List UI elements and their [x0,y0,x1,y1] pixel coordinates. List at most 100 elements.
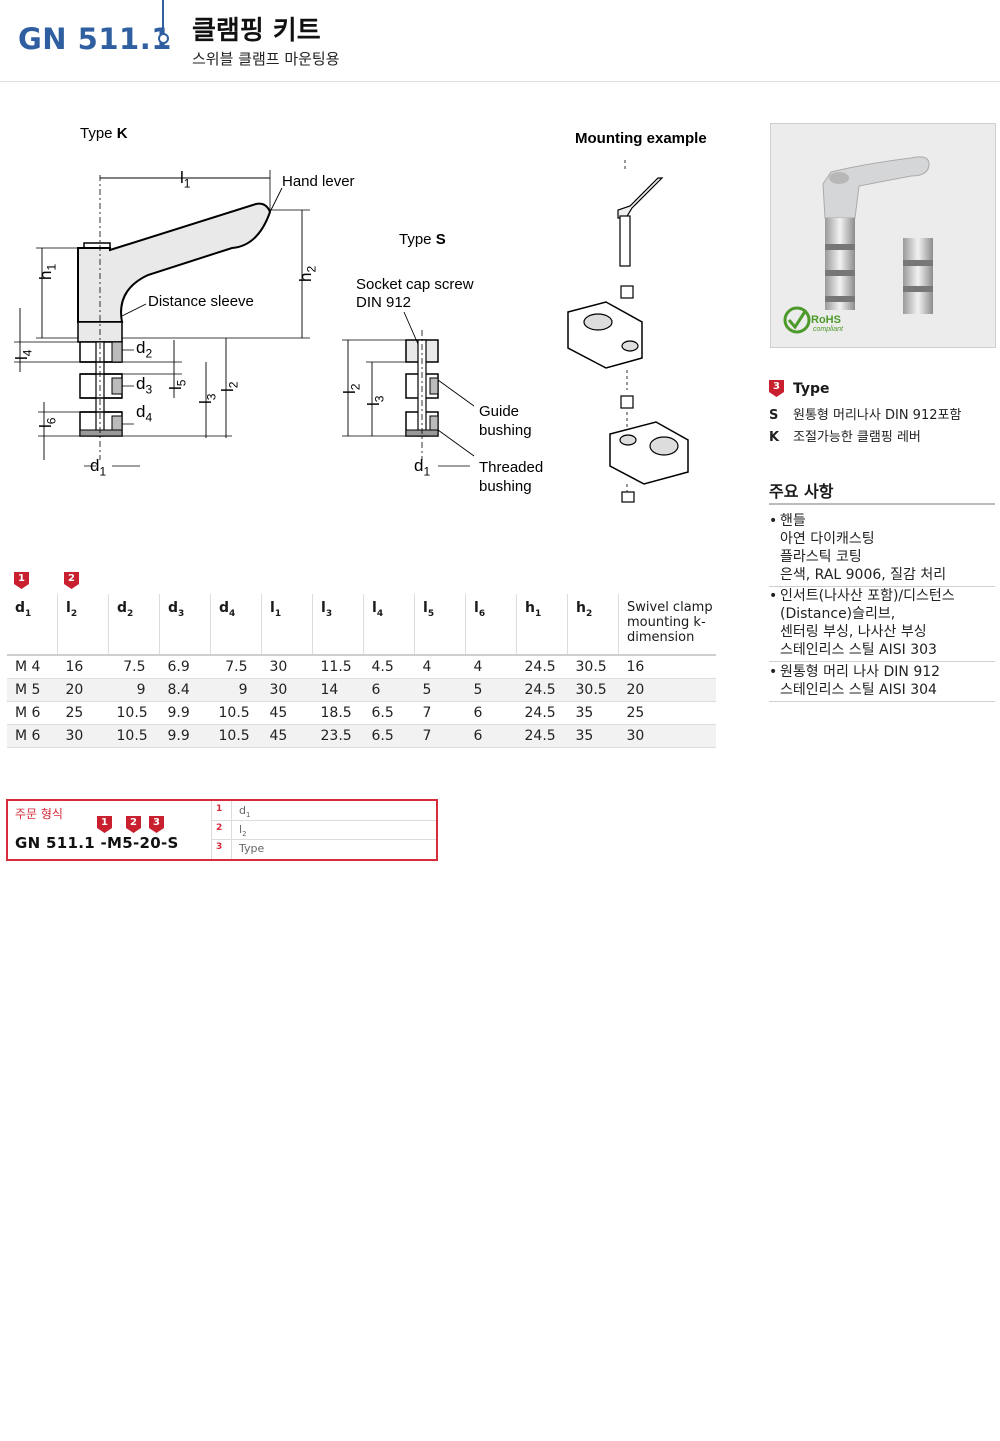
table-cell: 45 [261,724,313,748]
dim-l2-k: l2 [218,381,241,392]
note-item-1: •핸들 아연 다이캐스팅 플라스틱 코팅 은색, RAL 9006, 질감 처리 [769,513,947,583]
table-cell: 4.5 [363,655,415,679]
col-header-l1: l1 [261,594,313,656]
table-cell: 20 [618,678,716,702]
table-row: M 6 25 10.5 9.9 10.5 45 18.5 6.5 7 6 24.… [7,701,716,725]
type-title: Type [793,381,830,397]
col-header-d2: d2 [108,594,160,656]
table-cell: 11.5 [312,655,364,679]
notes-rule-1 [769,586,995,587]
hand-lever-label: Hand lever [282,173,355,190]
col-header-l3: l3 [312,594,364,656]
table-cell: 6.5 [363,701,415,725]
table-cell: 4 [414,655,466,679]
table-header-row: d1 l2 d2 d3 d4 l1 l3 l4 l5 l6 h1 h2 Swiv… [7,594,716,656]
table-cell: 9.9 [159,724,211,748]
table-cell: 5 [465,678,517,702]
table-cell: 20 [57,678,109,702]
table-row: M 4 16 7.5 6.9 7.5 30 11.5 4.5 4 4 24.5 … [7,655,716,679]
table-cell: 6.9 [159,655,211,679]
dim-d1-s: d1 [414,456,431,479]
order-code: GN 511.1 -M5-20-S [15,834,179,852]
dim-d3: d3 [136,374,153,397]
order-badge-3: 3 [149,816,164,837]
notes-rule-2 [769,661,995,662]
table-cell: 18.5 [312,701,364,725]
rohs-sub-text: compliant [813,326,843,333]
table-cell: 25 [57,701,109,725]
table-cell: 24.5 [516,724,568,748]
notes-title: 주요 사항 [769,482,834,501]
col-header-d1: d1 [7,594,58,656]
table-row: M 6 30 10.5 9.9 10.5 45 23.5 6.5 7 6 24.… [7,724,716,748]
table-cell: 24.5 [516,678,568,702]
dim-l1: l1 [180,168,191,191]
table-cell: 35 [567,724,619,748]
page-subtitle: 스위블 클램프 마운팅용 [192,50,340,68]
table-row: M 5 20 9 8.4 9 30 14 6 5 5 24.5 30.5 20 [7,678,716,702]
dim-l5: l5 [166,379,189,390]
col-header-k-dimension: Swivel clamp mounting k-dimension [618,594,716,656]
table-cell: 35 [567,701,619,725]
table-cell: 9 [210,678,262,702]
dim-l3-s: l3 [364,395,387,406]
notes-rule-top [769,503,995,505]
product-photo-illustration [783,156,933,334]
mounting-example-label: Mounting example [575,130,707,147]
table-cell: 6 [465,724,517,748]
table-cell: 7 [414,724,466,748]
rohs-text: RoHS [811,314,841,326]
table-cell: 10.5 [210,701,262,725]
dim-l2-s: l2 [340,383,363,394]
col-header-l6: l6 [465,594,517,656]
din912-label: DIN 912 [356,294,412,311]
col-header-d3: d3 [159,594,211,656]
table-cell: 24.5 [516,655,568,679]
type-s-label: Type S [399,231,446,248]
table-cell: 45 [261,701,313,725]
order-separator-2 [231,801,232,859]
order-badge-2: 2 [126,816,141,837]
threaded-label: Threaded [479,459,544,476]
col-header-h1: h1 [516,594,568,656]
table-cell: 8.4 [159,678,211,702]
dim-d1-k: d1 [90,456,107,479]
col-header-l4: l4 [363,594,415,656]
dim-h2: h2 [296,265,319,282]
dim-l6: l6 [36,417,59,428]
col-header-d4: d4 [210,594,262,656]
table-cell: 7.5 [108,655,160,679]
order-badge-1: 1 [97,816,112,837]
table-cell: M 5 [7,678,58,702]
table-cell: 10.5 [108,701,160,725]
threaded-bushing-label: bushing [479,478,532,495]
table-cell: 16 [57,655,109,679]
table-cell: 30.5 [567,655,619,679]
table-cell: 23.5 [312,724,364,748]
table-cell: 30 [261,678,313,702]
table-cell: 5 [414,678,466,702]
spec-table: d1 l2 d2 d3 d4 l1 l3 l4 l5 l6 h1 h2 Swiv… [7,594,716,748]
table-cell: 6 [465,701,517,725]
table-cell: M 6 [7,724,58,748]
guide-label: Guide [479,403,520,420]
dim-h1: h1 [36,263,59,280]
product-code: GN 511.1 [18,22,172,56]
table-cell: 24.5 [516,701,568,725]
dim-l3-k: l3 [196,393,219,404]
table-badge-1: 1 [14,572,29,593]
distance-sleeve-label: Distance sleeve [148,293,254,310]
table-cell: 6.5 [363,724,415,748]
col-header-l2: l2 [57,594,109,656]
table-cell: 7 [414,701,466,725]
order-separator [211,801,212,859]
table-cell: 30 [618,724,716,748]
header-divider-line [162,0,164,34]
table-cell: 14 [312,678,364,702]
header-rule [0,81,1000,82]
